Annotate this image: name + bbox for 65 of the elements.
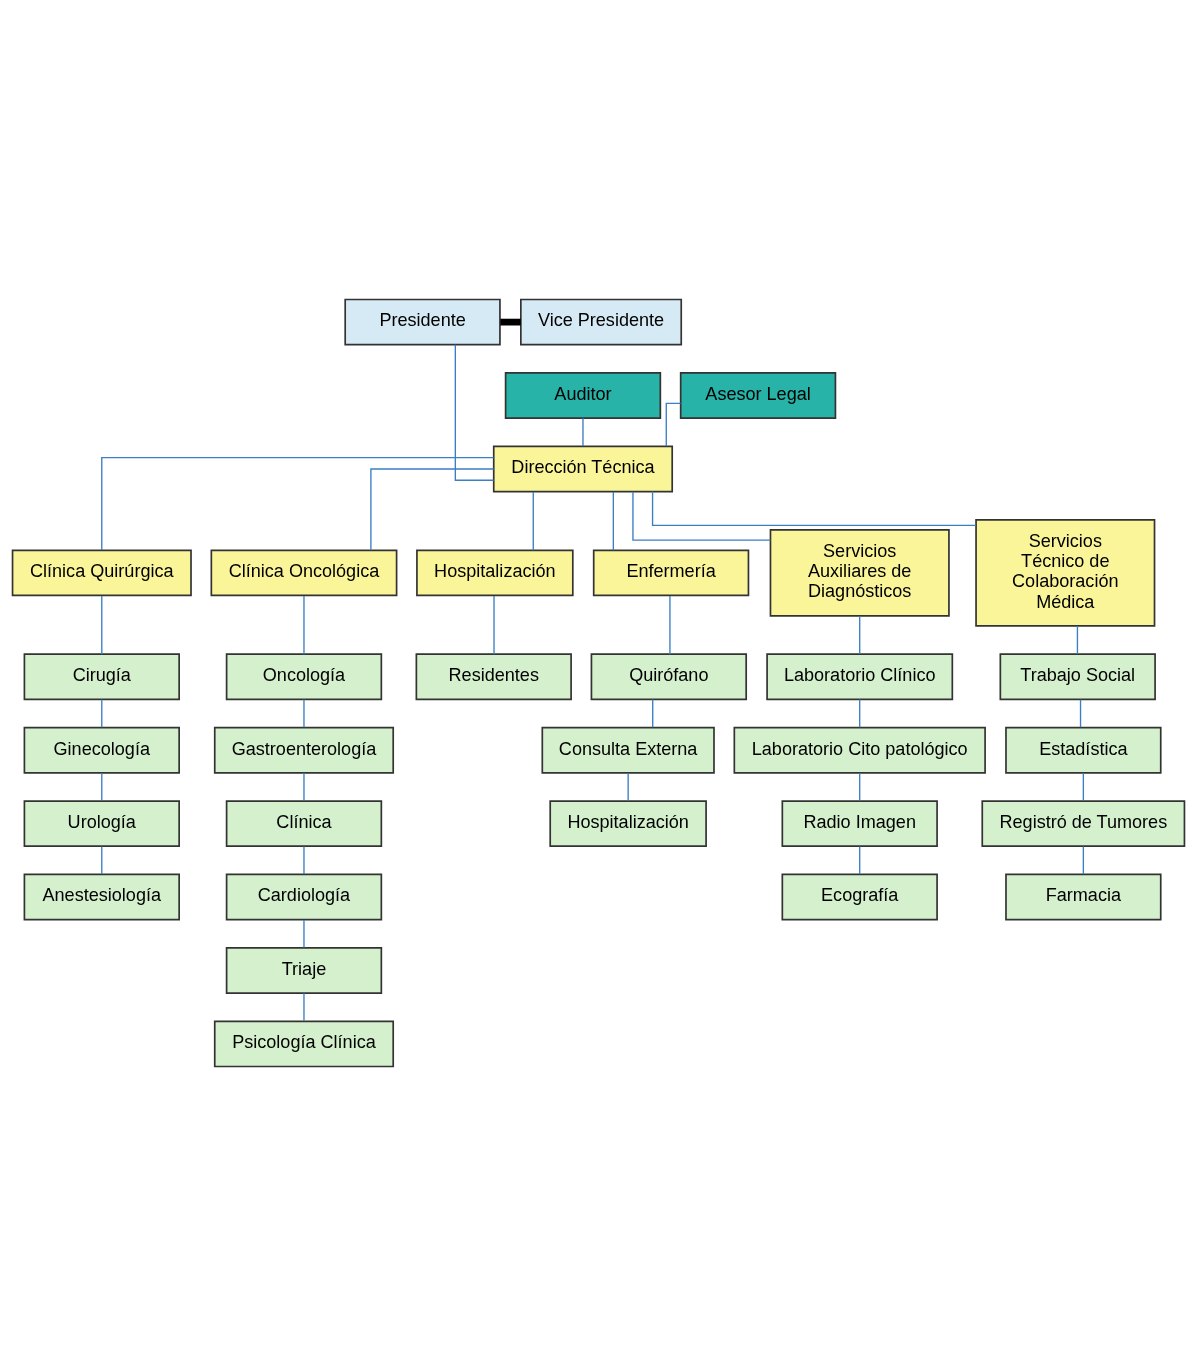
node-box: Auditor xyxy=(504,372,662,419)
node-box: Oncología xyxy=(225,653,383,701)
connector xyxy=(582,417,584,447)
connector xyxy=(101,457,495,551)
node-box: Asesor Legal xyxy=(679,372,837,419)
node-box: Laboratorio Cito patológico xyxy=(733,726,986,774)
connector xyxy=(303,698,305,728)
node-box: Anestesiología xyxy=(23,873,180,921)
connector xyxy=(303,595,305,655)
node-box: Estadística xyxy=(1005,726,1162,774)
connector xyxy=(859,698,861,728)
connector xyxy=(101,698,103,728)
node-box: Radio Imagen xyxy=(781,800,938,848)
node-box: Cardiología xyxy=(225,873,383,921)
connector xyxy=(652,698,654,728)
connector xyxy=(101,845,103,875)
node-box: Ecografía xyxy=(781,873,938,921)
connector xyxy=(101,595,103,655)
connector xyxy=(859,615,861,655)
connector xyxy=(532,491,534,551)
node-box: Consulta Externa xyxy=(541,726,715,774)
connector xyxy=(669,595,671,655)
connector xyxy=(303,845,305,875)
connector xyxy=(303,772,305,802)
connector xyxy=(1082,772,1085,802)
connector xyxy=(303,919,305,949)
connector xyxy=(1082,845,1085,875)
connector xyxy=(632,491,772,541)
connector xyxy=(454,344,495,481)
node-box: Laboratorio Clínico xyxy=(766,653,954,701)
node-box: Cirugía xyxy=(23,653,180,701)
connector xyxy=(651,490,977,527)
connector xyxy=(500,318,521,326)
node-box: Ginecología xyxy=(23,726,180,774)
node-box: Presidente xyxy=(344,298,501,346)
node-box: Clínica Quirúrgica xyxy=(11,549,192,597)
connector xyxy=(612,491,614,551)
node-box: Triaje xyxy=(225,947,383,994)
node-box: Urología xyxy=(23,800,180,848)
connector xyxy=(627,772,629,802)
node-box: Vice Presidente xyxy=(520,298,683,346)
node-box: Farmacia xyxy=(1005,873,1162,921)
node-box: Residentes xyxy=(415,653,572,701)
node-box: Trabajo Social xyxy=(999,653,1156,701)
node-box: Psicología Clínica xyxy=(213,1020,395,1068)
connector xyxy=(303,992,305,1022)
connector xyxy=(665,402,682,447)
node-box: Quirófano xyxy=(590,653,748,701)
node-box: Enfermería xyxy=(592,549,750,597)
node-box: Hospitalización xyxy=(416,549,574,597)
connector xyxy=(101,772,103,802)
node-box: Clínica xyxy=(225,800,383,848)
connector xyxy=(859,772,861,802)
node-box: Clínica Oncológica xyxy=(210,549,398,597)
node-box: Servicios Técnico de Colaboración Médica xyxy=(975,518,1156,627)
node-box: Gastroenterología xyxy=(213,726,395,774)
node-box: Servicios Auxiliares de Diagnósticos xyxy=(769,529,950,617)
connector xyxy=(859,845,861,875)
connector xyxy=(1079,698,1082,728)
node-box: Dirección Técnica xyxy=(492,445,674,493)
connector xyxy=(1076,625,1079,655)
node-box: Hospitalización xyxy=(549,800,707,848)
connector xyxy=(493,595,495,655)
connector xyxy=(370,468,495,551)
node-box: Registró de Tumores xyxy=(981,800,1186,848)
